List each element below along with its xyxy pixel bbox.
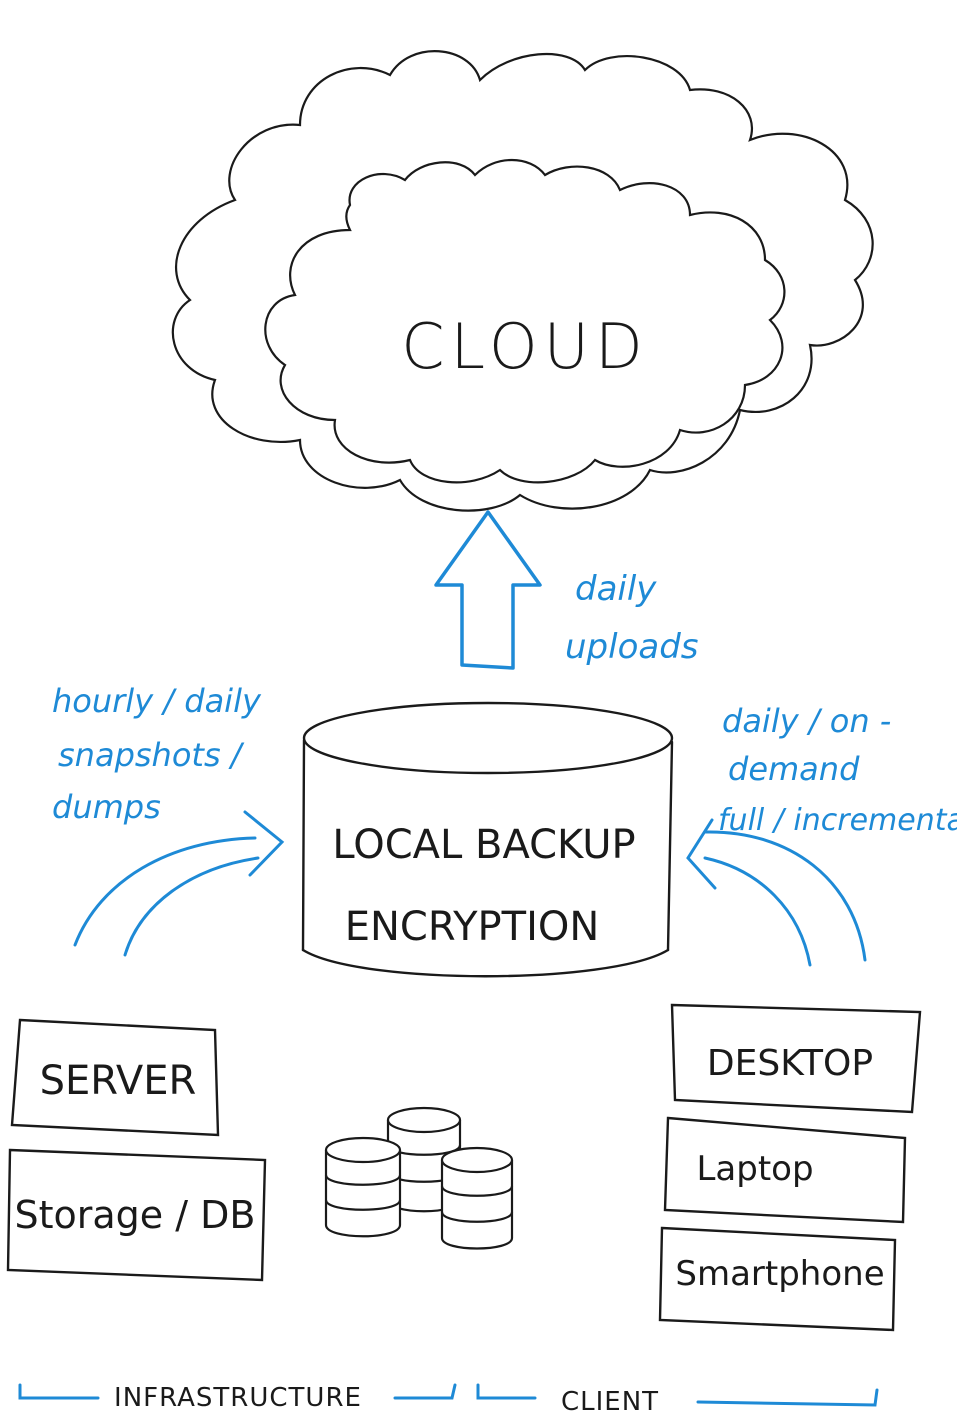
cylinder-left-side <box>301 738 306 952</box>
smartphone-box-outline <box>658 1226 897 1332</box>
db-cylinder-right <box>440 1146 514 1250</box>
upload-note-line2: uploads <box>565 627 699 667</box>
infra-arrow <box>73 810 285 957</box>
local-backup-cylinder <box>301 701 674 978</box>
laptop-box <box>663 1116 907 1224</box>
infrastructure-footer-label: INFRASTRUCTURE <box>114 1383 362 1413</box>
client-note-line3: full / incremental <box>718 803 957 838</box>
cloud-outer-outline <box>171 50 874 512</box>
infra-arrow-curve-inner <box>123 856 260 957</box>
laptop-box-outline <box>663 1116 907 1224</box>
smartphone-box <box>658 1226 897 1332</box>
client-arrow <box>686 818 867 967</box>
infra-note: hourly / daily snapshots / dumps <box>52 682 262 826</box>
desktop-box-outline <box>670 1003 922 1114</box>
cylinder-top <box>302 701 674 775</box>
client-bracket <box>476 1383 879 1407</box>
client-arrow-curve-inner <box>703 856 812 967</box>
cylinder-right-side <box>666 740 674 952</box>
upload-arrow-icon <box>434 510 542 670</box>
server-label: SERVER <box>40 1058 197 1104</box>
upload-note: daily uploads <box>565 569 699 667</box>
storage-label: Storage / DB <box>15 1193 256 1237</box>
infra-note-line2: snapshots / <box>58 736 245 774</box>
infra-bracket-right <box>393 1383 457 1400</box>
cloud-label: CLOUD <box>401 310 649 383</box>
db-cylinder-left <box>324 1136 402 1238</box>
client-bracket-left <box>476 1383 537 1400</box>
desktop-label: DESKTOP <box>707 1043 873 1084</box>
client-arrow-head <box>686 818 717 890</box>
storage-box <box>6 1148 267 1282</box>
infra-arrow-curve-outer <box>73 836 257 947</box>
client-arrow-curve-outer <box>703 830 867 962</box>
client-note-line1: daily / on - <box>722 702 891 740</box>
storage-box-outline <box>6 1148 267 1282</box>
infra-note-line1: hourly / daily <box>52 682 262 720</box>
server-box <box>10 1018 220 1137</box>
cloud <box>171 50 874 512</box>
database-stack-icon <box>324 1106 514 1250</box>
backup-line2: ENCRYPTION <box>345 904 600 950</box>
upload-note-line1: daily <box>575 569 657 609</box>
server-box-outline <box>10 1018 220 1137</box>
client-footer-label: CLIENT <box>561 1387 659 1415</box>
client-note: daily / on - demand full / incremental <box>718 702 957 838</box>
laptop-label: Laptop <box>696 1149 813 1189</box>
infra-arrow-head <box>243 810 285 877</box>
cylinder-bottom <box>301 948 670 978</box>
smartphone-label: Smartphone <box>675 1254 884 1294</box>
infra-note-line3: dumps <box>52 788 161 826</box>
cloud-inner-outline <box>264 158 786 484</box>
infra-bracket-left <box>18 1383 100 1400</box>
backup-line1: LOCAL BACKUP <box>332 822 635 868</box>
desktop-box <box>670 1003 922 1114</box>
client-bracket-right <box>696 1388 879 1407</box>
client-note-line2: demand <box>728 750 860 788</box>
infrastructure-bracket <box>18 1383 457 1400</box>
